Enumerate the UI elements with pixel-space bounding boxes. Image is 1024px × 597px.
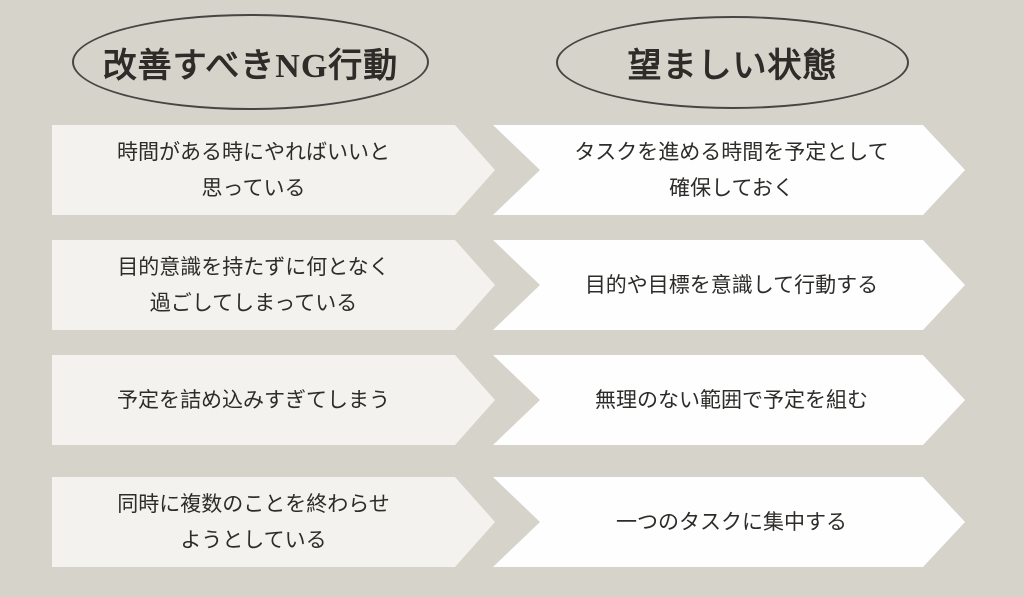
ng-arrow-row-2: 目的意識を持たずに何となく 過ごしてしまっている [52, 240, 495, 330]
ng-arrow-row-4-label: 同時に複数のことを終わらせ ようとしている [117, 492, 390, 552]
ok-arrow-row-3-label: 無理のない範囲で予定を組む [595, 388, 868, 412]
ok-arrow-row-1: タスクを進める時間を予定として 確保しておく [493, 125, 965, 215]
ng-column-header-label: 改善すべきNG行動 [102, 47, 399, 85]
ok-arrow-row-1-label: タスクを進める時間を予定として 確保しておく [574, 140, 889, 200]
ng-arrow-row-3-label: 予定を詰め込みすぎてしまう [117, 388, 390, 412]
ok-column-header-oval: 望ましい状態 [556, 16, 909, 109]
ok-arrow-row-3: 無理のない範囲で予定を組む [493, 355, 965, 445]
ng-arrow-row-4: 同時に複数のことを終わらせ ようとしている [52, 477, 495, 567]
ok-arrow-row-4: 一つのタスクに集中する [493, 477, 965, 567]
ng-arrow-row-1: 時間がある時にやればいいと 思っている [52, 125, 495, 215]
ok-column-header-label: 望ましい状態 [627, 48, 838, 85]
ng-arrow-row-2-label: 目的意識を持たずに何となく 過ごしてしまっている [117, 255, 390, 315]
ng-arrow-row-1-label: 時間がある時にやればいいと 思っている [117, 140, 390, 200]
ok-arrow-row-2: 目的や目標を意識して行動する [493, 240, 965, 330]
ok-arrow-row-4-label: 一つのタスクに集中する [616, 510, 847, 534]
ok-arrow-row-2-label: 目的や目標を意識して行動する [584, 273, 879, 297]
ng-column-header-oval: 改善すべきNG行動 [72, 14, 429, 110]
ng-arrow-row-3: 予定を詰め込みすぎてしまう [52, 355, 495, 445]
